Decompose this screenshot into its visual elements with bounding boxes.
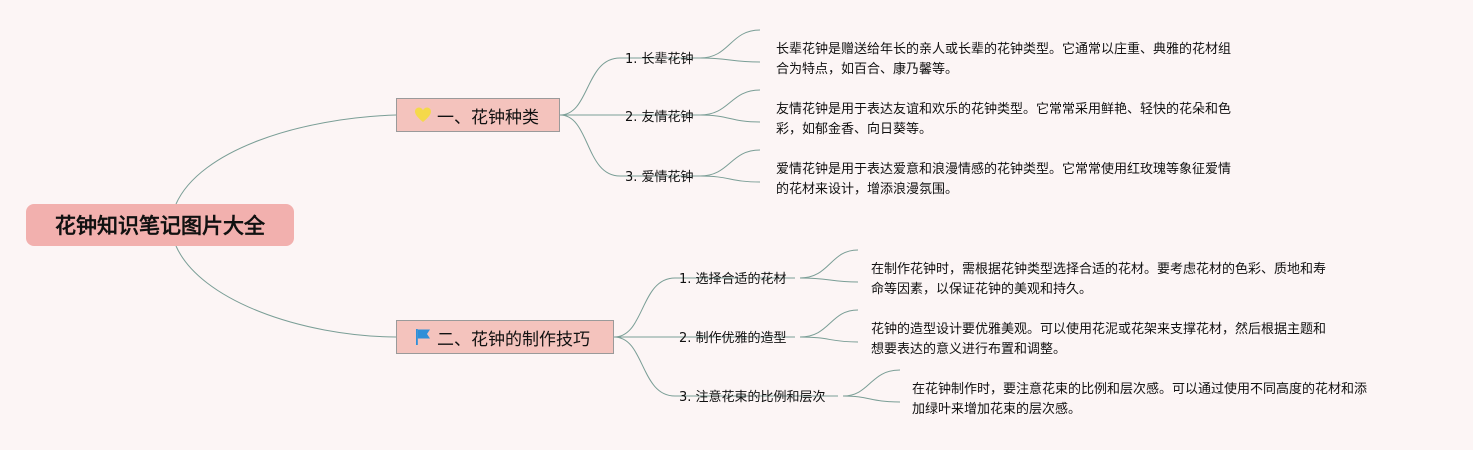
- note-elegant-shape: 花钟的造型设计要优雅美观。可以使用花泥或花架来支撑花材，然后根据主题和 想要表达…: [871, 320, 1326, 360]
- note-friendship-clock: 友情花钟是用于表达友谊和欢乐的花钟类型。它常常采用鲜艳、轻快的花朵和色 彩，如郁…: [776, 100, 1231, 140]
- branch-making-techniques[interactable]: 二、花钟的制作技巧: [396, 320, 614, 354]
- branch-flower-clock-types[interactable]: 一、花钟种类: [396, 98, 560, 132]
- note-line: 长辈花钟是赠送给年长的亲人或长辈的花钟类型。它通常以庄重、典雅的花材组: [776, 42, 1232, 57]
- leaf-choose-materials[interactable]: 1. 选择合适的花材: [679, 272, 787, 287]
- flag-icon: [413, 327, 433, 347]
- branch-title: 二、花钟的制作技巧: [437, 329, 590, 350]
- branch-title: 一、花钟种类: [437, 107, 539, 128]
- note-line: 想要表达的意义进行布置和调整。: [871, 342, 1067, 357]
- heart-icon: [413, 105, 433, 125]
- leaf-love-clock[interactable]: 3. 爱情花钟: [625, 170, 694, 185]
- leaf-elegant-shape[interactable]: 2. 制作优雅的造型: [679, 331, 787, 346]
- root-topic[interactable]: 花钟知识笔记图片大全: [26, 204, 294, 246]
- note-line: 花钟的造型设计要优雅美观。可以使用花泥或花架来支撑花材，然后根据主题和: [871, 322, 1327, 337]
- leaf-elder-clock[interactable]: 1. 长辈花钟: [625, 52, 694, 67]
- note-line: 的花材来设计，增添浪漫氛围。: [776, 182, 959, 197]
- note-line: 加绿叶来增加花束的层次感。: [912, 402, 1082, 417]
- note-love-clock: 爱情花钟是用于表达爱意和浪漫情感的花钟类型。它常常使用红玫瑰等象征爱情 的花材来…: [776, 160, 1231, 200]
- note-line: 友情花钟是用于表达友谊和欢乐的花钟类型。它常常采用鲜艳、轻快的花朵和色: [776, 102, 1232, 117]
- note-choose-materials: 在制作花钟时，需根据花钟类型选择合适的花材。要考虑花材的色彩、质地和寿 命等因素…: [871, 260, 1326, 300]
- note-line: 爱情花钟是用于表达爱意和浪漫情感的花钟类型。它常常使用红玫瑰等象征爱情: [776, 162, 1232, 177]
- note-line: 合为特点，如百合、康乃馨等。: [776, 62, 959, 77]
- note-line: 彩，如郁金香、向日葵等。: [776, 122, 933, 137]
- note-proportion-layers: 在花钟制作时，要注意花束的比例和层次感。可以通过使用不同高度的花材和添 加绿叶来…: [912, 380, 1367, 420]
- leaf-friendship-clock[interactable]: 2. 友情花钟: [625, 110, 694, 125]
- note-elder-clock: 长辈花钟是赠送给年长的亲人或长辈的花钟类型。它通常以庄重、典雅的花材组 合为特点…: [776, 40, 1231, 80]
- note-line: 命等因素，以保证花钟的美观和持久。: [871, 282, 1093, 297]
- note-line: 在制作花钟时，需根据花钟类型选择合适的花材。要考虑花材的色彩、质地和寿: [871, 262, 1327, 277]
- root-title: 花钟知识笔记图片大全: [55, 214, 265, 238]
- leaf-proportion-layers[interactable]: 3. 注意花束的比例和层次: [679, 390, 826, 405]
- note-line: 在花钟制作时，要注意花束的比例和层次感。可以通过使用不同高度的花材和添: [912, 382, 1368, 397]
